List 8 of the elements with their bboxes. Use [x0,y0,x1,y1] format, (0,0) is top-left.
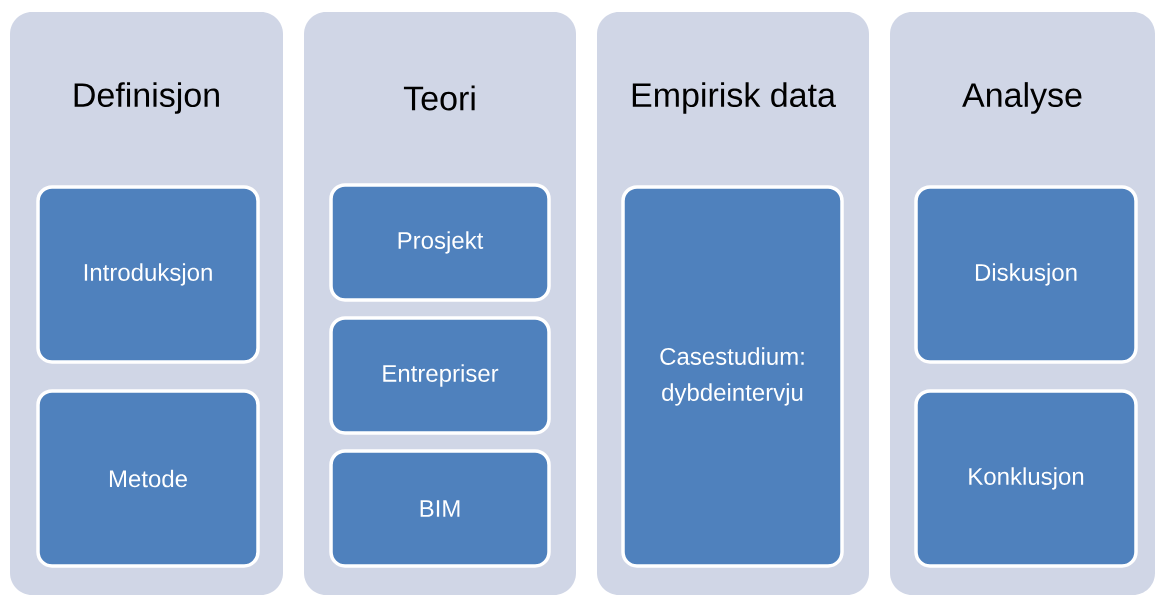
topic-box: Prosjekt [329,183,551,302]
topic-box: Metode [36,389,260,568]
topic-box: Entrepriser [329,316,551,435]
topic-box: Introduksjon [36,185,260,364]
topic-box: Konklusjon [914,389,1138,568]
topic-box: Casestudium: dybdeintervju [621,185,844,568]
topic-box: Diskusjon [914,185,1138,364]
topic-box: BIM [329,449,551,568]
